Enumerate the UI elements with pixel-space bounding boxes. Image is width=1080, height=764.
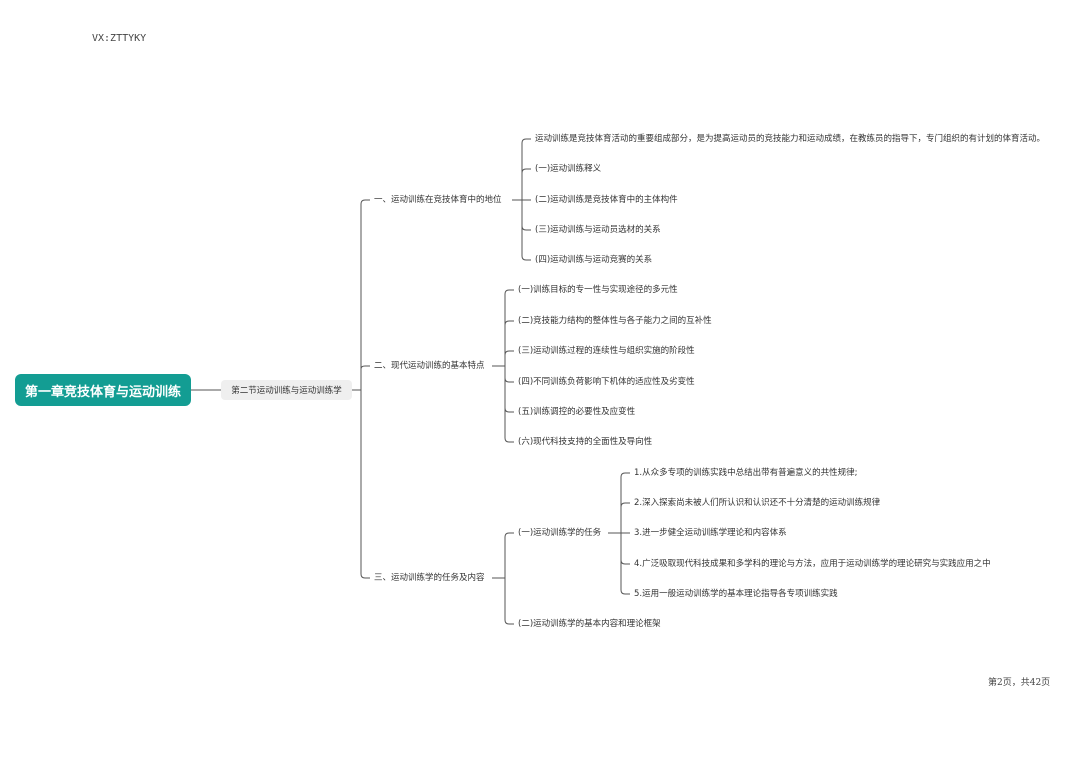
topic-1-item-5[interactable]: (四)运动训练与运动竞赛的关系 [535, 255, 653, 265]
subtopic-1-item-3[interactable]: 3.进一步健全运动训练学理论和内容体系 [634, 528, 787, 538]
bracket-topic-2 [360, 365, 370, 390]
topic-3-node[interactable]: 三、运动训练学的任务及内容 [374, 573, 485, 583]
subtopic-1-item-4[interactable]: 4.广泛吸取现代科技成果和多学科的理论与方法，应用于运动训练学的理论研究与实践应… [634, 559, 991, 569]
topic-1-item-4[interactable]: (三)运动训练与运动员选材的关系 [535, 225, 661, 235]
topic-1-item-2[interactable]: (一)运动训练释义 [535, 164, 602, 174]
topic-1-item-1[interactable]: 运动训练是竞技体育活动的重要组成部分，是为提高运动员的竞技能力和运动成绩，在教练… [535, 134, 1046, 144]
subtopic-1-item-5[interactable]: 5.运用一般运动训练学的基本理论指导各专项训练实践 [634, 589, 838, 599]
bracket-t1-item-4 [521, 200, 531, 231]
bracket-s1-item-4 [620, 533, 630, 565]
topic-1-node[interactable]: 一、运动训练在竞技体育中的地位 [374, 195, 502, 205]
bracket-s1-item-1 [620, 472, 630, 533]
topic-2-item-4[interactable]: (四)不同训练负荷影响下机体的适应性及劣变性 [518, 377, 695, 387]
bracket-t3-sub-2 [504, 578, 514, 625]
bracket-t2-item-3 [504, 350, 514, 366]
topic-2-item-2[interactable]: (二)竞技能力结构的整体性与各子能力之间的互补性 [518, 316, 712, 326]
topic-2-item-5[interactable]: (五)训练调控的必要性及应变性 [518, 407, 636, 417]
subtopic-1-item-2[interactable]: 2.深入探索尚未被人们所认识和认识还不十分清楚的运动训练规律 [634, 498, 881, 508]
bracket-s1-item-2 [620, 502, 630, 533]
topic-2-item-3[interactable]: (三)运动训练过程的连续性与组织实施的阶段性 [518, 346, 695, 356]
page-number: 第2页，共42页 [988, 678, 1051, 688]
root-node[interactable]: 第一章竞技体育与运动训练 [15, 374, 191, 406]
bracket-s1-item-5 [620, 533, 630, 595]
bracket-t2-item-4 [504, 366, 514, 383]
bracket-t1-item-5 [521, 200, 531, 261]
subtopic-1-node[interactable]: (一)运动训练学的任务 [518, 528, 602, 538]
subtopic-1-item-1[interactable]: 1.从众多专项的训练实践中总结出带有普遍意义的共性规律; [634, 468, 858, 478]
section-node[interactable]: 第二节运动训练与运动训练学 [221, 380, 352, 400]
bracket-t2-item-6 [504, 366, 514, 443]
bracket-topic-1 [360, 199, 370, 390]
bracket-t2-item-2 [504, 320, 514, 366]
watermark: VX:ZTTYKY [92, 33, 147, 44]
bracket-t2-item-5 [504, 366, 514, 413]
topic-2-node[interactable]: 二、现代运动训练的基本特点 [374, 361, 485, 371]
topic-1-item-3[interactable]: (二)运动训练是竞技体育中的主体构件 [535, 195, 678, 205]
bracket-t1-item-1 [521, 138, 531, 200]
topic-2-item-6[interactable]: (六)现代科技支持的全面性及导向性 [518, 437, 653, 447]
bracket-t2-item-1 [504, 289, 514, 366]
bracket-t3-sub-1 [504, 532, 514, 578]
topic-2-item-1[interactable]: (一)训练目标的专一性与实现途径的多元性 [518, 285, 678, 295]
bracket-t1-item-2 [521, 168, 531, 200]
bracket-topic-3 [360, 390, 370, 579]
subtopic-2-node[interactable]: (二)运动训练学的基本内容和理论框架 [518, 619, 661, 629]
